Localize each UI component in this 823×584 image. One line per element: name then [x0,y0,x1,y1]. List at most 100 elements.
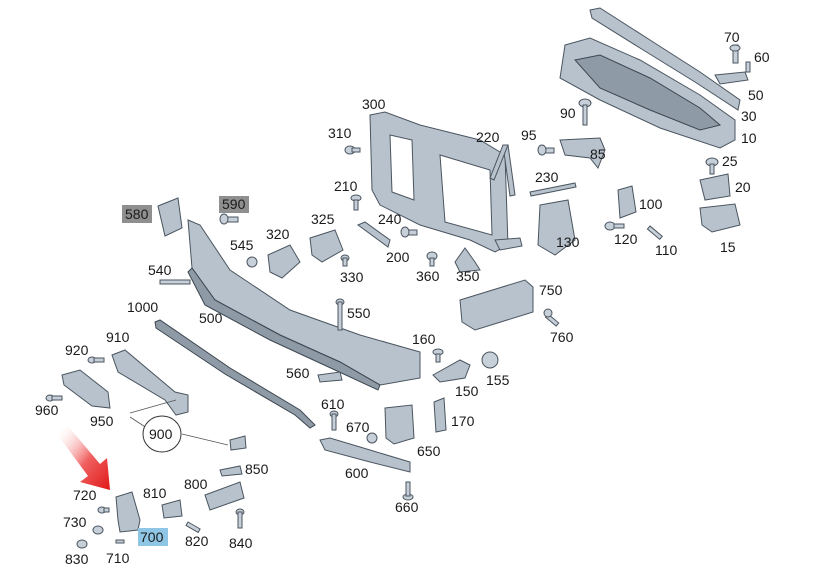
bolt-210 [350,194,362,211]
label-160: 160 [412,331,436,347]
bolt-960 [45,394,63,402]
label-500: 500 [199,310,223,326]
bolt-60 [745,61,751,73]
bracket-15 [699,203,741,233]
strip-600 [319,437,411,473]
label-545: 545 [230,237,254,253]
label-310: 310 [328,125,352,141]
highlight-700 [138,528,168,546]
bolt-25 [705,157,719,175]
bolt-830 [76,539,88,549]
bracket-100 [617,185,637,219]
label-920: 920 [65,342,89,358]
bolt-720 [97,506,110,514]
label-560: 560 [286,365,310,381]
label-130: 130 [556,234,580,250]
bolt-920 [87,356,105,364]
label-760: 760 [550,329,574,345]
label-540: 540 [148,262,172,278]
label-720: 720 [73,487,97,503]
label-60: 60 [754,49,770,65]
bolt-95 [537,144,555,156]
module-750 [459,279,534,331]
label-350: 350 [456,268,480,284]
label-910: 910 [106,329,130,345]
bolt-660 [402,481,414,501]
label-320: 320 [266,226,290,242]
bracket-170 [433,397,447,433]
label-90: 90 [560,105,576,121]
bracket-150 [432,359,471,383]
bolt-730 [92,525,104,535]
bracket-130 [537,199,576,256]
upper-rail-30 [589,7,741,111]
label-650: 650 [417,443,441,459]
detail-callout-900 [129,399,247,453]
bolt-330 [340,254,350,267]
bolt-310 [344,145,361,155]
bracket-20 [699,173,731,201]
label-240: 240 [378,211,402,227]
label-840: 840 [229,535,253,551]
bolt-840 [235,508,245,529]
label-155: 155 [486,372,510,388]
bar-230 [529,182,577,197]
bolt-160 [432,348,444,363]
clip-545 [246,256,258,268]
label-800: 800 [184,476,208,492]
bracket-320 [267,244,301,279]
label-220: 220 [476,129,500,145]
label-600: 600 [345,465,369,481]
label-830: 830 [65,551,89,567]
label-610: 610 [321,396,345,412]
label-325: 325 [311,211,335,227]
rod-220 [489,144,516,197]
label-15: 15 [720,239,736,255]
label-900: 900 [149,426,173,442]
bracket-700 [115,491,141,533]
label-580: 580 [125,206,149,222]
bolt-610 [329,410,339,431]
label-590: 590 [222,196,246,212]
clip-850 [219,465,243,477]
label-95: 95 [521,127,537,143]
highlight-580 [122,205,152,223]
label-360: 360 [416,268,440,284]
label-950: 950 [90,413,114,429]
bolt-110 [646,225,663,241]
bolt-760 [543,308,560,327]
bolt-670 [366,432,378,444]
label-200: 200 [386,249,410,265]
label-120: 120 [614,231,638,247]
label-10: 10 [741,130,757,146]
label-820: 820 [185,533,209,549]
bracket-325 [309,229,344,263]
label-670: 670 [346,419,370,435]
label-70: 70 [724,29,740,45]
label-810: 810 [143,485,167,501]
radiator-support-300 [369,111,523,253]
label-100: 100 [639,196,663,212]
bumper-beam-500 [187,219,421,391]
label-210: 210 [334,178,358,194]
label-550: 550 [347,305,371,321]
cross-member-10 [559,37,736,149]
bolt-550 [335,298,345,331]
label-330: 330 [340,269,364,285]
seal-strip-1000 [154,319,316,429]
label-960: 960 [35,402,59,418]
arm-910 [111,349,189,416]
bracket-240 [400,226,418,238]
red-arrow-indicator [58,426,110,490]
label-30: 30 [741,108,757,124]
bolt-70 [729,44,741,64]
label-1000: 1000 [127,299,158,315]
bracket-950 [61,369,111,409]
label-710: 710 [106,550,130,566]
label-730: 730 [63,514,87,530]
rail-200 [356,221,391,248]
bracket-350 [454,247,481,273]
bolt-820 [185,521,201,534]
label-700: 700 [140,529,164,545]
label-170: 170 [451,413,475,429]
